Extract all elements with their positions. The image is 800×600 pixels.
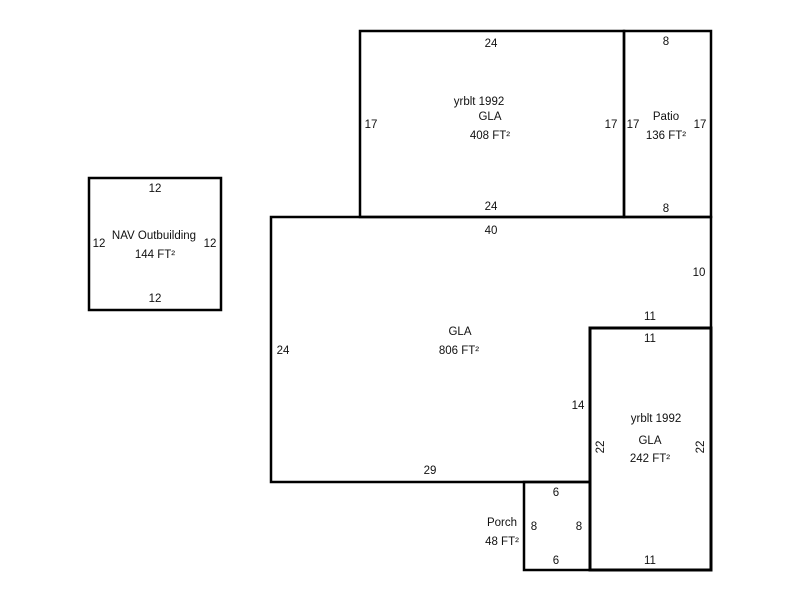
outbuilding-right-dim: 12 bbox=[204, 238, 217, 250]
upper-gla-size: 408 FT² bbox=[470, 130, 510, 142]
main-gla-top-dim: 40 bbox=[485, 225, 498, 237]
upper-gla-year: yrblt 1992 bbox=[454, 96, 505, 108]
upper-gla-area: 24 24 17 17 yrblt 1992 GLA 408 FT² bbox=[358, 29, 626, 219]
patio-area: 8 8 17 17 Patio 136 FT² bbox=[622, 29, 713, 219]
outbuilding-size: 144 FT² bbox=[135, 249, 175, 261]
right-gla-outline bbox=[588, 326, 713, 572]
porch-area: 6 6 8 8 Porch 48 FT² bbox=[485, 480, 592, 572]
outbuilding-bottom-dim: 12 bbox=[149, 293, 162, 305]
main-gla-notch-top-dim: 11 bbox=[644, 311, 656, 323]
patio-left-dim: 17 bbox=[627, 119, 640, 131]
main-gla-right-dim: 10 bbox=[693, 267, 706, 279]
upper-gla-label: GLA bbox=[478, 111, 501, 123]
right-gla-right-dim: 22 bbox=[695, 441, 707, 454]
outbuilding-top-dim: 12 bbox=[149, 183, 162, 195]
patio-size: 136 FT² bbox=[646, 130, 686, 142]
main-gla-notch-side-dim: 14 bbox=[572, 400, 585, 412]
porch-right-dim: 8 bbox=[576, 521, 582, 533]
right-gla-size: 242 FT² bbox=[630, 453, 670, 465]
outbuilding-area: 12 12 12 12 NAV Outbuilding 144 FT² bbox=[87, 176, 223, 312]
porch-size: 48 FT² bbox=[485, 536, 519, 548]
right-gla-top-dim: 11 bbox=[644, 333, 656, 345]
patio-label: Patio bbox=[653, 111, 679, 123]
outbuilding-outline bbox=[87, 176, 223, 312]
porch-top-dim: 6 bbox=[553, 487, 559, 499]
right-gla-left-dim: 22 bbox=[595, 441, 607, 454]
right-gla-area: 11 11 22 22 yrblt 1992 GLA 242 FT² bbox=[588, 326, 713, 572]
patio-right-dim: 17 bbox=[694, 119, 707, 131]
upper-gla-left-dim: 17 bbox=[365, 119, 378, 131]
upper-gla-bottom-dim: 24 bbox=[485, 201, 498, 213]
porch-bottom-dim: 6 bbox=[553, 555, 559, 567]
upper-gla-right-dim: 17 bbox=[605, 119, 618, 131]
porch-outline bbox=[522, 480, 592, 572]
porch-left-dim: 8 bbox=[531, 521, 537, 533]
right-gla-year: yrblt 1992 bbox=[631, 413, 682, 425]
right-gla-label: GLA bbox=[638, 435, 661, 447]
porch-label: Porch bbox=[487, 517, 517, 529]
patio-bottom-dim: 8 bbox=[663, 203, 669, 215]
patio-top-dim: 8 bbox=[663, 36, 669, 48]
outbuilding-label: NAV Outbuilding bbox=[112, 230, 196, 242]
right-gla-bottom-dim: 11 bbox=[644, 555, 656, 567]
outbuilding-left-dim: 12 bbox=[93, 238, 106, 250]
main-gla-left-dim: 24 bbox=[277, 345, 290, 357]
main-gla-bottom-dim: 29 bbox=[424, 465, 437, 477]
main-gla-label: GLA bbox=[448, 326, 471, 338]
main-gla-size: 806 FT² bbox=[439, 345, 479, 357]
upper-gla-top-dim: 24 bbox=[485, 38, 498, 50]
upper-gla-outline bbox=[358, 29, 626, 219]
